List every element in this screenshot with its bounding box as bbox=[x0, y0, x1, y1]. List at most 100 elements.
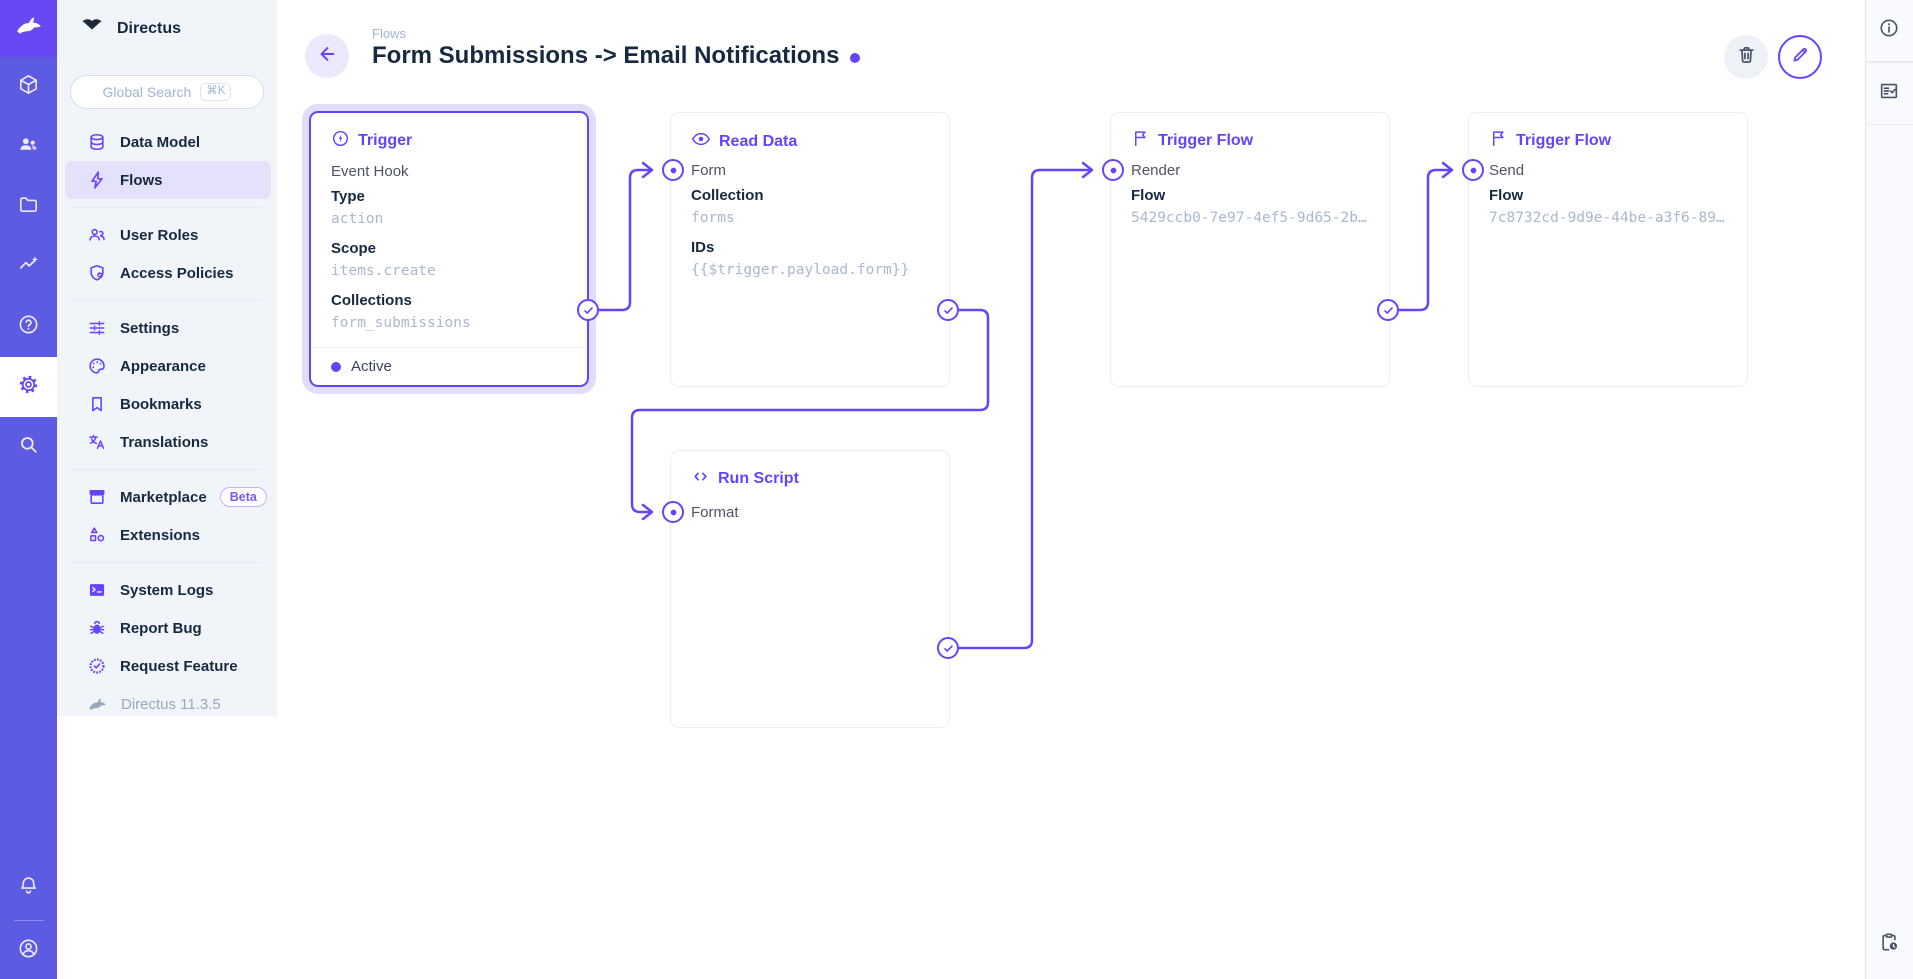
sidebar-item-data-model[interactable]: Data Model bbox=[65, 123, 271, 161]
rabbit-gray-icon bbox=[87, 694, 108, 715]
card-header: Read Data bbox=[691, 129, 797, 154]
module-users[interactable] bbox=[0, 117, 57, 177]
active-label: Active bbox=[351, 358, 392, 375]
logs-panel-button[interactable] bbox=[1866, 63, 1912, 124]
output-connector-trigger[interactable] bbox=[577, 299, 599, 321]
sidebar-item-report-bug[interactable]: Report Bug bbox=[65, 609, 271, 647]
cube-icon bbox=[17, 73, 40, 101]
info-icon bbox=[1878, 17, 1900, 44]
global-search-input[interactable]: Global Search ⌘K bbox=[70, 75, 264, 109]
sidebar-item-marketplace[interactable]: Marketplace Beta bbox=[65, 478, 271, 516]
node-name: Format bbox=[691, 504, 739, 521]
output-connector-read-data[interactable] bbox=[937, 299, 959, 321]
sidebar-item-flows[interactable]: Flows bbox=[65, 161, 271, 199]
card-title: Run Script bbox=[718, 470, 799, 487]
flow-node-trigger-flow-send[interactable]: Trigger Flow Send Flow 7c8732cd-9d9e-44b… bbox=[1468, 112, 1748, 387]
flow-node-read-data[interactable]: Read Data Form Collection forms IDs {{$t… bbox=[670, 112, 950, 387]
input-connector-send[interactable] bbox=[1462, 159, 1484, 181]
module-bar-divider bbox=[13, 920, 44, 921]
flow-node-trigger[interactable]: Trigger Event Hook Type action Scope ite… bbox=[309, 111, 589, 387]
field-value: forms bbox=[691, 210, 735, 226]
input-connector-read-data[interactable] bbox=[662, 159, 684, 181]
input-connector-render[interactable] bbox=[1102, 159, 1124, 181]
search-shortcut-key: ⌘K bbox=[200, 83, 232, 101]
sidebar-item-translations[interactable]: Translations bbox=[65, 423, 271, 461]
gear-icon bbox=[17, 373, 40, 401]
sidebar-item-access-policies[interactable]: Access Policies bbox=[65, 254, 271, 292]
clipboard-clock-icon bbox=[1878, 931, 1900, 958]
delete-flow-button[interactable] bbox=[1724, 35, 1768, 79]
right-sidebar-divider bbox=[1866, 123, 1913, 125]
folder-icon bbox=[17, 193, 40, 221]
eye-icon bbox=[691, 129, 711, 154]
field-value: 5429ccb0-7e97-4ef5-9d65-2b… bbox=[1131, 210, 1367, 226]
output-connector-run-script[interactable] bbox=[937, 637, 959, 659]
sidebar-item-bookmarks[interactable]: Bookmarks bbox=[65, 385, 271, 423]
trigger-status: Active bbox=[311, 347, 587, 385]
module-search[interactable] bbox=[0, 417, 57, 477]
flow-node-run-script[interactable]: Run Script Format bbox=[670, 450, 950, 728]
user-menu-button[interactable] bbox=[0, 923, 57, 979]
module-bar bbox=[0, 0, 57, 979]
active-dot bbox=[331, 361, 341, 372]
sidebar-item-label: User Roles bbox=[120, 226, 199, 244]
shield-icon bbox=[87, 263, 107, 283]
bookmark-icon bbox=[87, 394, 107, 414]
wire-runscript-to-render bbox=[957, 168, 1091, 650]
version-label: Directus 11.3.5 bbox=[121, 695, 221, 713]
module-content[interactable] bbox=[0, 57, 57, 117]
module-bar-spacer bbox=[0, 477, 57, 858]
flow-node-trigger-flow-render[interactable]: Trigger Flow Render Flow 5429ccb0-7e97-4… bbox=[1110, 112, 1390, 387]
title-row: Form Submissions -> Email Notifications bbox=[372, 42, 861, 70]
module-files[interactable] bbox=[0, 177, 57, 237]
sidebar-item-request-feature[interactable]: Request Feature bbox=[65, 647, 271, 685]
header-actions bbox=[1724, 35, 1822, 79]
nav-list: Data Model Flows User Roles Access Polic… bbox=[57, 123, 277, 723]
node-name: Event Hook bbox=[331, 163, 409, 180]
module-settings[interactable] bbox=[0, 357, 57, 417]
field-label: Flow bbox=[1489, 187, 1524, 204]
insights-icon bbox=[17, 253, 40, 281]
sidebar-item-system-logs[interactable]: System Logs bbox=[65, 571, 271, 609]
breadcrumb[interactable]: Flows bbox=[372, 26, 406, 41]
field-label: Scope bbox=[331, 240, 377, 257]
project-header[interactable]: Directus bbox=[57, 0, 277, 57]
main-content: Flows Form Submissions -> Email Notifica… bbox=[277, 0, 1865, 979]
search-icon bbox=[17, 433, 40, 461]
activity-log-button[interactable] bbox=[1866, 919, 1912, 969]
sidebar-item-user-roles[interactable]: User Roles bbox=[65, 216, 271, 254]
nav-divider bbox=[73, 562, 261, 563]
module-help[interactable] bbox=[0, 297, 57, 357]
project-bowtie-icon bbox=[80, 14, 104, 43]
card-title: Trigger Flow bbox=[1158, 132, 1254, 149]
translate-icon bbox=[87, 432, 107, 452]
sidebar-item-appearance[interactable]: Appearance bbox=[65, 347, 271, 385]
notifications-button[interactable] bbox=[0, 858, 57, 918]
card-header: Trigger bbox=[331, 129, 412, 153]
project-logo[interactable] bbox=[0, 0, 57, 57]
wire-arrowhead bbox=[641, 161, 654, 179]
people-icon bbox=[87, 225, 107, 245]
sidebar-item-label: Flows bbox=[120, 171, 163, 189]
info-panel-button[interactable] bbox=[1866, 0, 1912, 61]
sidebar-item-extensions[interactable]: Extensions bbox=[65, 516, 271, 554]
flow-status-dot bbox=[850, 52, 861, 63]
sidebar-item-label: Translations bbox=[120, 433, 209, 451]
nav-divider bbox=[73, 207, 261, 208]
output-connector-render[interactable] bbox=[1377, 299, 1399, 321]
input-connector-run-script[interactable] bbox=[662, 501, 684, 523]
node-name: Send bbox=[1489, 162, 1525, 179]
back-button[interactable] bbox=[305, 34, 349, 78]
card-header: Trigger Flow bbox=[1489, 129, 1611, 153]
flow-canvas[interactable]: Trigger Event Hook Type action Scope ite… bbox=[277, 0, 1865, 979]
sidebar-item-label: Data Model bbox=[120, 133, 201, 151]
seal-check-icon bbox=[87, 656, 107, 676]
edit-flow-button[interactable] bbox=[1778, 35, 1822, 79]
module-insights[interactable] bbox=[0, 237, 57, 297]
wire-arrowhead bbox=[641, 503, 654, 521]
project-name: Directus bbox=[117, 19, 182, 37]
wire-arrowhead bbox=[1441, 161, 1454, 179]
sidebar-item-settings[interactable]: Settings bbox=[65, 309, 271, 347]
bolt-circle-icon bbox=[331, 129, 350, 153]
